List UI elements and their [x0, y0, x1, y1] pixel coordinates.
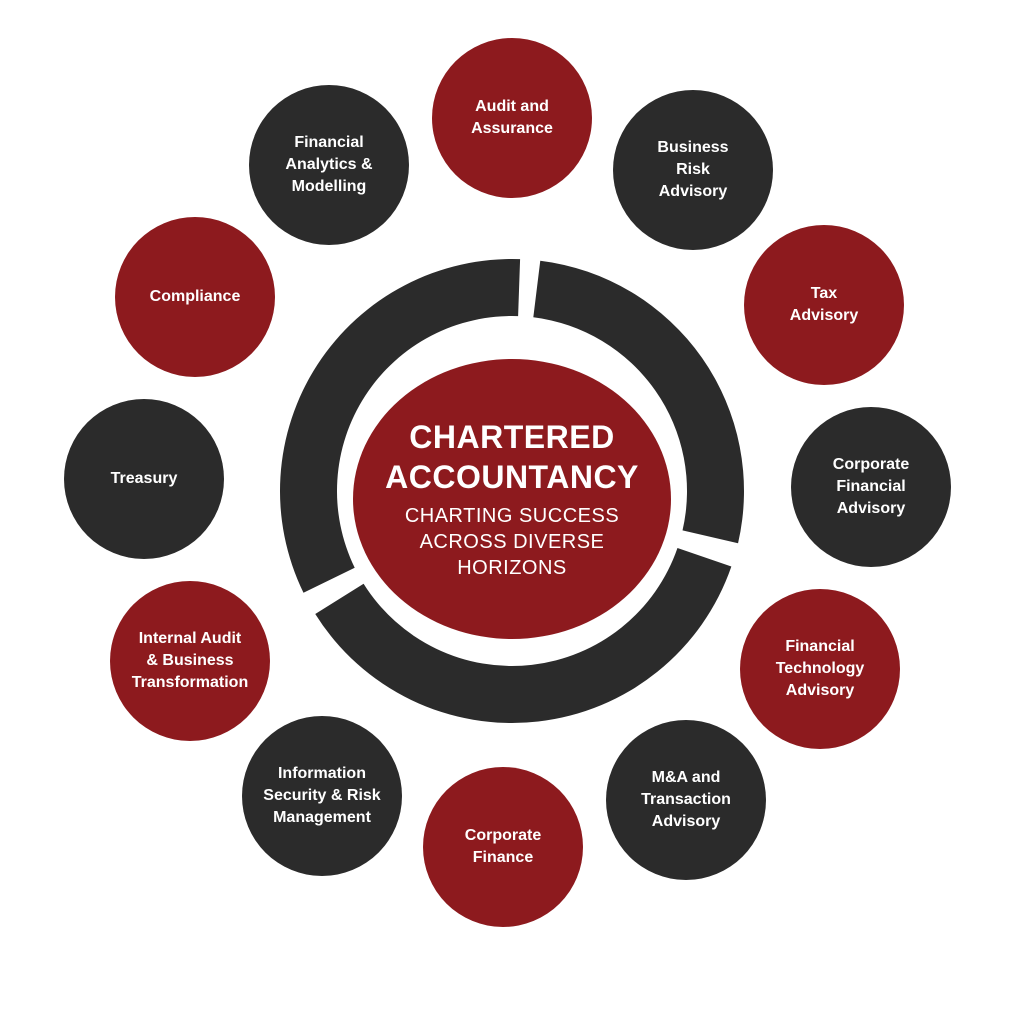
service-label: Business Risk Advisory — [657, 139, 729, 200]
service-label: Compliance — [149, 288, 241, 305]
service-information-security-risk-management: Information Security & Risk Management — [242, 716, 402, 876]
service-label: Corporate Financial Advisory — [832, 456, 910, 517]
ring-segment-1 — [533, 260, 744, 544]
service-treasury: Treasury — [64, 399, 224, 559]
service-compliance: Compliance — [115, 217, 275, 377]
center-subtitle: CHARTING SUCCESS ACROSS DIVERSE HORIZONS — [404, 505, 620, 579]
service-label: Treasury — [110, 470, 178, 487]
service-corporate-financial-advisory: Corporate Financial Advisory — [791, 407, 951, 567]
service-label: Audit and Assurance — [471, 98, 553, 137]
service-label: Corporate Finance — [464, 827, 542, 866]
center-circle: CHARTERED ACCOUNTANCY CHARTING SUCCESS A… — [353, 359, 671, 639]
service-financial-technology-advisory: Financial Technology Advisory — [740, 589, 900, 749]
service-label: Internal Audit & Business Transformation — [131, 630, 249, 691]
service-label: Financial Technology Advisory — [775, 638, 865, 699]
service-label: Information Security & Risk Management — [263, 765, 381, 826]
service-label: M&A and Transaction Advisory — [641, 769, 731, 830]
service-ma-and-transaction-advisory: M&A and Transaction Advisory — [606, 720, 766, 880]
service-label: Financial Analytics & Modelling — [285, 134, 373, 195]
ring-segment-2 — [315, 547, 732, 723]
ring-segment-3 — [279, 259, 521, 593]
center-title: CHARTERED ACCOUNTANCY — [385, 419, 639, 495]
service-internal-audit-business-transformation: Internal Audit & Business Transformation — [110, 581, 270, 741]
service-tax-advisory: Tax Advisory — [744, 225, 904, 385]
service-label: Tax Advisory — [789, 285, 859, 324]
service-financial-analytics-modelling: Financial Analytics & Modelling — [249, 85, 409, 245]
service-business-risk-advisory: Business Risk Advisory — [613, 90, 773, 250]
service-audit-and-assurance: Audit and Assurance — [432, 38, 592, 198]
service-corporate-finance: Corporate Finance — [423, 767, 583, 927]
